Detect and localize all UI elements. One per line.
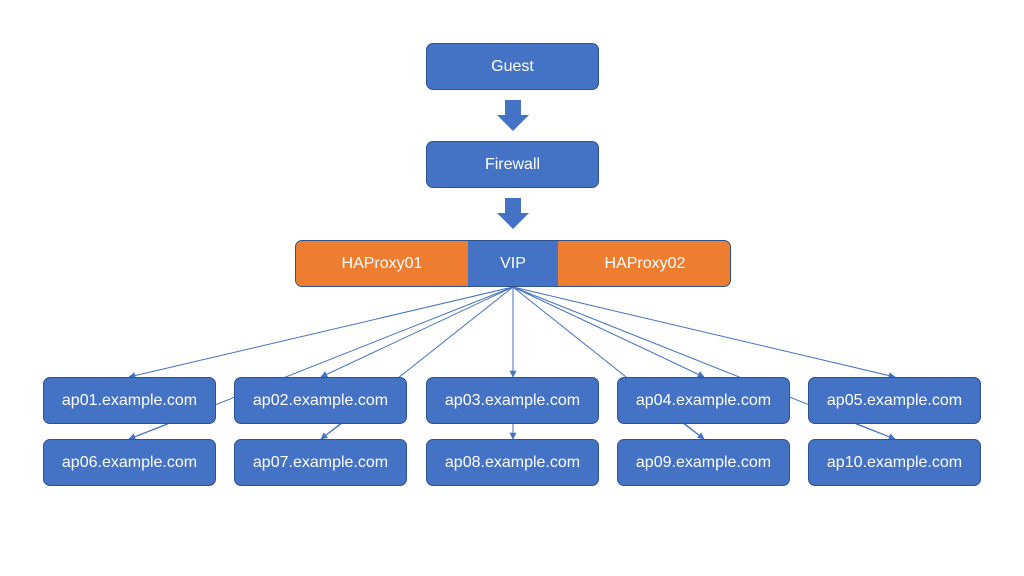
vip-to-ap01-line	[128, 286, 514, 379]
server-label: ap03.example.com	[444, 391, 581, 409]
server-node-ap07: ap07.example.com	[234, 439, 407, 486]
stub-ap09	[683, 423, 705, 440]
haproxy01-label: HAProxy01	[341, 254, 423, 272]
server-node-ap09: ap09.example.com	[617, 439, 790, 486]
firewall-label: Firewall	[484, 155, 541, 173]
server-node-ap02: ap02.example.com	[234, 377, 407, 424]
server-label: ap10.example.com	[826, 453, 963, 471]
vip-to-ap04-line	[512, 286, 705, 378]
server-node-ap04: ap04.example.com	[617, 377, 790, 424]
vip-to-ap02-line	[320, 286, 514, 378]
server-label: ap02.example.com	[252, 391, 389, 409]
server-label: ap07.example.com	[252, 453, 389, 471]
vip-segment: VIP	[468, 241, 558, 286]
server-node-ap03: ap03.example.com	[426, 377, 599, 424]
server-node-ap10: ap10.example.com	[808, 439, 981, 486]
server-label: ap04.example.com	[635, 391, 772, 409]
stub-ap07	[320, 423, 342, 440]
vip-label: VIP	[500, 254, 526, 272]
server-label: ap08.example.com	[444, 453, 581, 471]
server-node-ap05: ap05.example.com	[808, 377, 981, 424]
stub-ap06	[128, 423, 169, 440]
guest-label: Guest	[491, 57, 534, 75]
server-label: ap01.example.com	[61, 391, 198, 409]
firewall-to-vip-arrow	[497, 198, 529, 229]
server-node-ap01: ap01.example.com	[43, 377, 216, 424]
firewall-node: Firewall	[426, 141, 599, 188]
vip-to-ap05-line	[512, 286, 896, 379]
server-node-ap06: ap06.example.com	[43, 439, 216, 486]
server-label: ap05.example.com	[826, 391, 963, 409]
haproxy01-segment: HAProxy01	[296, 241, 468, 286]
haproxy02-segment: HAProxy02	[558, 241, 730, 286]
load-balancer-bar: HAProxy01 VIP HAProxy02	[295, 240, 731, 287]
guest-node: Guest	[426, 43, 599, 90]
haproxy02-label: HAProxy02	[604, 254, 686, 272]
server-label: ap06.example.com	[61, 453, 198, 471]
stub-ap10	[855, 423, 896, 440]
guest-to-firewall-arrow	[497, 100, 529, 131]
server-node-ap08: ap08.example.com	[426, 439, 599, 486]
server-label: ap09.example.com	[635, 453, 772, 471]
